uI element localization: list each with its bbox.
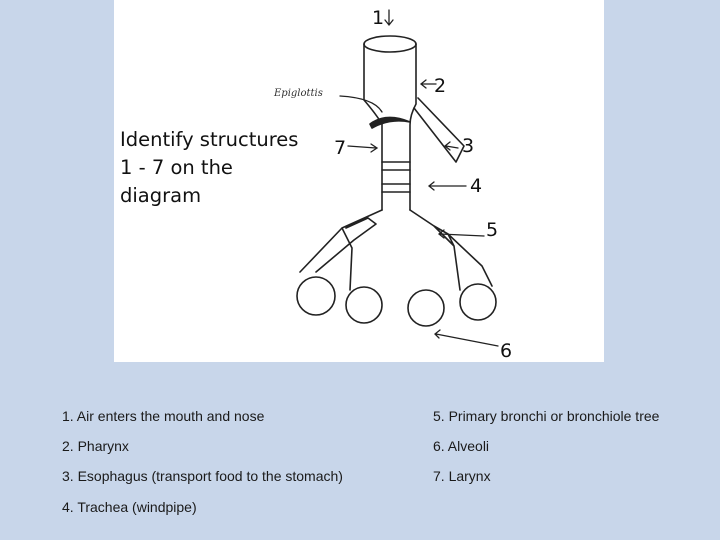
instruction-line-1: Identify structures	[120, 126, 298, 154]
label-2: 2	[434, 75, 446, 97]
label-4: 4	[470, 175, 482, 197]
pharynx-opening	[364, 36, 416, 52]
label-3: 3	[462, 135, 474, 157]
legend-item-6: 6. Alveoli	[433, 438, 489, 454]
label-1: 1	[372, 7, 384, 29]
legend-item-7: 7. Larynx	[433, 468, 491, 484]
label-epiglottis: Epiglottis	[273, 88, 323, 99]
instruction-text: Identify structures 1 - 7 on the diagram	[120, 126, 298, 210]
alveolus	[408, 290, 444, 326]
legend-item-3: 3. Esophagus (transport food to the stom…	[62, 468, 343, 484]
epiglottis-flap	[370, 117, 410, 128]
trachea-rings	[382, 162, 410, 192]
instruction-line-3: diagram	[120, 182, 298, 210]
alveolus	[346, 287, 382, 323]
esophagus-outline	[414, 98, 464, 162]
arrow-1	[385, 10, 393, 25]
diagram-panel: 1 2 3 4 5 6 7 Epiglottis Identify struct…	[114, 0, 604, 362]
label-6: 6	[500, 340, 512, 362]
arrow-epiglottis	[340, 96, 382, 112]
alveolus	[460, 284, 496, 320]
label-7: 7	[334, 137, 346, 159]
legend-item-1: 1. Air enters the mouth and nose	[62, 408, 264, 424]
legend-item-5: 5. Primary bronchi or bronchiole tree	[433, 408, 659, 424]
alveolus	[297, 277, 335, 315]
arrow-7	[348, 144, 377, 152]
instruction-line-2: 1 - 7 on the	[120, 154, 298, 182]
bronchial-tree	[300, 210, 492, 290]
label-5: 5	[486, 219, 498, 241]
legend-item-2: 2. Pharynx	[62, 438, 129, 454]
legend-item-4: 4. Trachea (windpipe)	[62, 499, 197, 515]
arrow-4	[429, 182, 466, 190]
arrow-3	[445, 142, 458, 150]
arrow-6	[435, 330, 498, 346]
